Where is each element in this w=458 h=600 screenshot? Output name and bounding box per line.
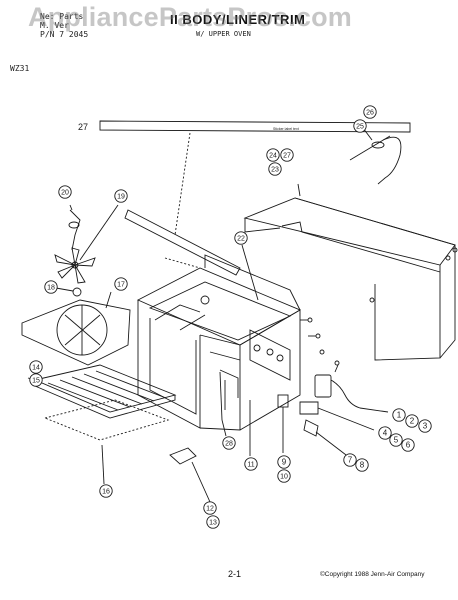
oven-rack-part-14	[27, 364, 177, 419]
strip-label: 27	[78, 122, 88, 132]
callout-circle-19	[114, 189, 128, 203]
callout-label-15: 15	[32, 378, 40, 385]
callout-circle-8	[355, 458, 369, 472]
callout-circle-3	[418, 419, 432, 433]
motor-shaft-part-20	[68, 204, 81, 251]
callout-label-23: 23	[271, 167, 279, 174]
callout-label-7: 7	[348, 456, 353, 465]
callout-label-24: 24	[269, 153, 277, 160]
callout-label-9: 9	[282, 458, 287, 467]
callout-label-13: 13	[209, 520, 217, 527]
callout-label-27: 27	[283, 153, 291, 160]
diagram-title: II BODY/LINER/TRIM	[170, 12, 306, 27]
callout-circle-9	[277, 455, 291, 469]
outer-wrapper-part-23	[243, 183, 458, 361]
callout-label-2: 2	[410, 417, 415, 426]
callout-circle-23	[268, 162, 282, 176]
callout-circle-12	[203, 501, 217, 515]
header-line-2: M. Ver	[40, 21, 69, 30]
callout-circle-27	[280, 148, 294, 162]
callout-label-8: 8	[360, 461, 365, 470]
drip-tray-part-16	[43, 399, 170, 485]
callout-circle-15	[29, 373, 43, 387]
callout-label-1: 1	[397, 411, 402, 420]
callout-label-16: 16	[102, 489, 110, 496]
leveling-foot-part-12	[169, 447, 211, 503]
callout-label-25: 25	[356, 124, 364, 131]
callout-label-14: 14	[32, 365, 40, 372]
callout-circle-7	[343, 453, 357, 467]
callout-label-22: 22	[237, 236, 245, 243]
diagram-subtitle: W/ UPPER OVEN	[196, 30, 251, 38]
model-number: WZ31	[10, 64, 30, 73]
sensor-probe-part-25	[349, 127, 402, 185]
header-line-3: P/N 7 2045	[40, 30, 89, 39]
terminal-part-7	[303, 419, 351, 459]
callout-circle-13	[206, 515, 220, 529]
callout-circle-14	[29, 360, 43, 374]
callout-circle-10	[277, 469, 291, 483]
copyright: ©Copyright 1988 Jenn-Air Company	[320, 571, 425, 578]
callout-circle-24	[266, 148, 280, 162]
fan-blade-part-19	[54, 204, 119, 284]
callout-label-18: 18	[47, 285, 55, 292]
callout-label-26: 26	[366, 110, 374, 117]
screws	[300, 317, 325, 355]
callout-circle-5	[389, 433, 403, 447]
callout-label-4: 4	[383, 429, 388, 438]
thermostat-part-9	[277, 394, 289, 453]
watermark: AppliancePartsPros.com	[28, 2, 353, 32]
callout-label-10: 10	[280, 474, 288, 481]
header-line-1: Ne: Parts	[40, 12, 84, 21]
callout-label-12: 12	[206, 506, 214, 513]
callout-label-17: 17	[117, 282, 125, 289]
oven-liner-part-22	[136, 244, 302, 431]
callout-label-3: 3	[423, 422, 428, 431]
callout-circle-25	[353, 119, 367, 133]
relay-part-1	[314, 360, 389, 413]
callout-circle-1	[392, 408, 406, 422]
callout-label-20: 20	[61, 190, 69, 197]
switch-part-4	[299, 401, 375, 431]
callout-label-11: 11	[247, 462, 254, 469]
callout-circle-18	[44, 280, 58, 294]
callout-circle-20	[58, 185, 72, 199]
strip-fine-print: Sticker label text	[273, 127, 299, 131]
callout-circle-26	[363, 105, 377, 119]
fan-hub-part-18	[55, 287, 82, 297]
callout-label-5: 5	[394, 436, 399, 445]
callout-circle-6	[401, 438, 415, 452]
callout-label-28: 28	[225, 441, 233, 448]
callout-circle-2	[405, 414, 419, 428]
trim-strip-part-27: 27 Sticker label text	[78, 120, 411, 236]
callout-circle-4	[378, 426, 392, 440]
callout-group: 1234567891011121314151617181920222324252…	[29, 105, 432, 529]
callout-label-6: 6	[406, 441, 411, 450]
callout-circle-11	[244, 457, 258, 471]
bracket-part-28	[219, 371, 227, 437]
callout-circle-17	[114, 277, 128, 291]
callout-circle-16	[99, 484, 113, 498]
vent-strip	[124, 209, 241, 276]
fan-shroud-part-17	[21, 291, 131, 366]
callout-label-19: 19	[117, 194, 125, 201]
callout-circle-22	[234, 231, 248, 245]
page-number: 2-1	[228, 569, 242, 579]
callout-circle-28	[222, 436, 236, 450]
